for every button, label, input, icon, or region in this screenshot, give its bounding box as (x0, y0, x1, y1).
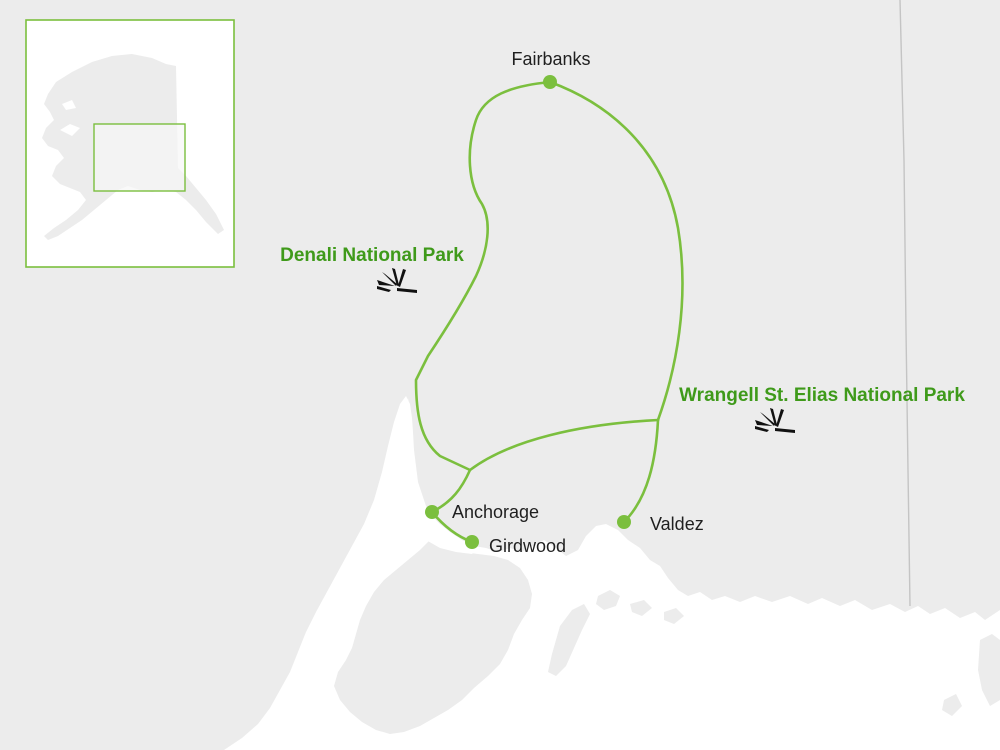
island (978, 634, 1000, 706)
city-label-anchorage: Anchorage (452, 502, 539, 522)
city-dot-girdwood (465, 535, 479, 549)
island (548, 604, 590, 676)
turnagain-arm (418, 526, 478, 554)
city-dot-valdez (617, 515, 631, 529)
canada-border (899, 0, 911, 607)
city-label-girdwood: Girdwood (489, 536, 566, 556)
city-label-valdez: Valdez (650, 514, 704, 534)
island (942, 694, 962, 716)
mountain-sunburst-icon (377, 268, 417, 293)
inset-locator-map (25, 19, 235, 268)
city-label-fairbanks: Fairbanks (511, 49, 590, 69)
island (630, 600, 652, 616)
island (0, 720, 18, 750)
route-fairbanks-east (548, 80, 684, 422)
route-fairbanks-west (414, 80, 552, 472)
island (596, 590, 620, 610)
route-crossover (468, 418, 660, 472)
park-label-denali: Denali National Park (280, 245, 464, 266)
cook-inlet (304, 398, 430, 664)
route-lines (414, 80, 684, 544)
city-dot-fairbanks (543, 75, 557, 89)
city-dot-anchorage (425, 505, 439, 519)
route-to-valdez (622, 418, 660, 524)
mountain-sunburst-icon (755, 408, 795, 433)
park-label-wrangell: Wrangell St. Elias National Park (679, 385, 965, 406)
inset-highlight-box (93, 123, 186, 192)
inset-alaska-coast-detail (60, 100, 80, 136)
kenai-peninsula (334, 540, 532, 734)
island (664, 608, 684, 624)
